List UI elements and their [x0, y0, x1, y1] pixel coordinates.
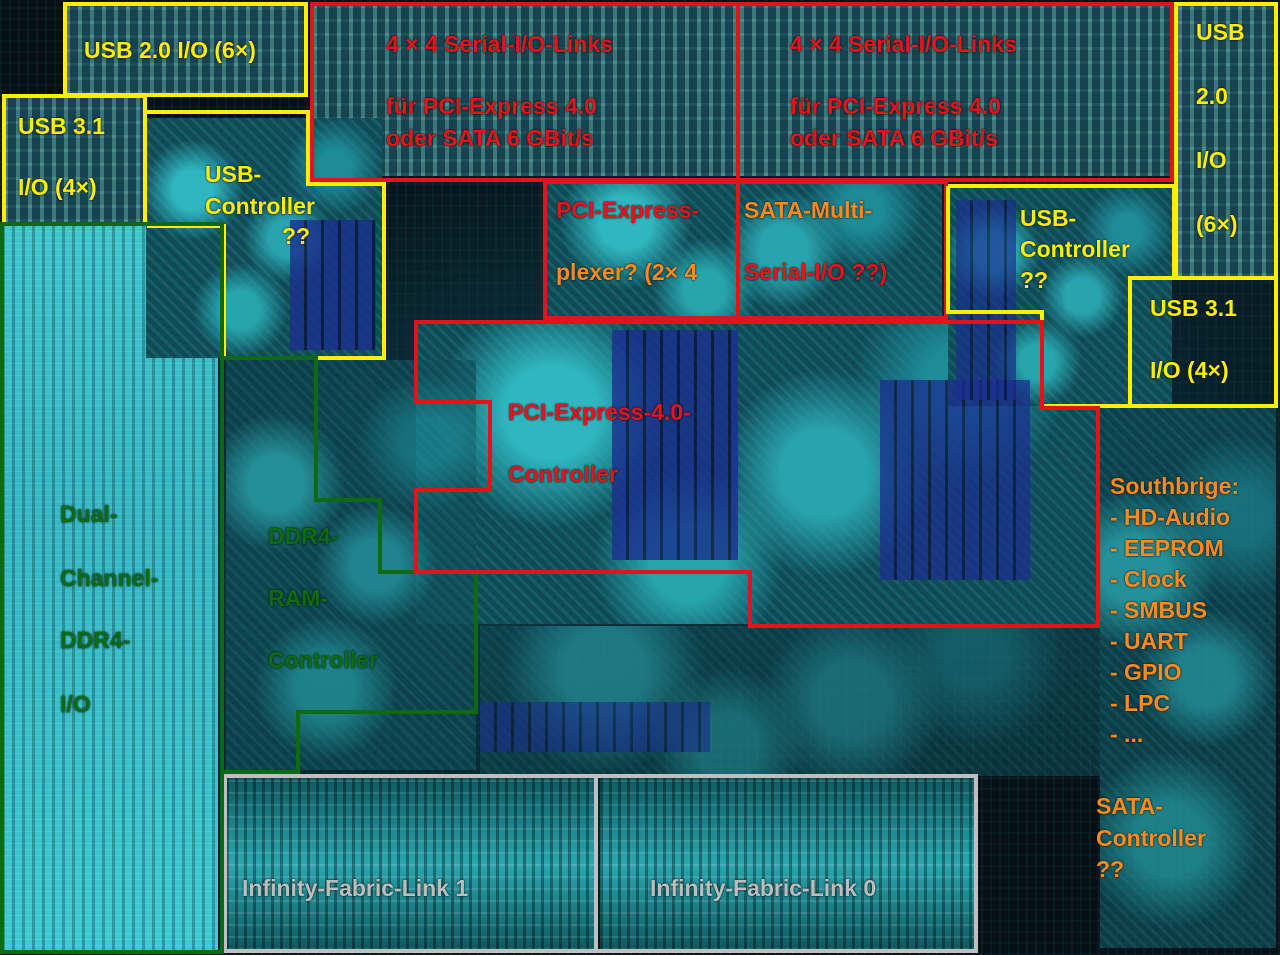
sram-block-5 — [480, 702, 710, 752]
sram-block-4 — [956, 200, 1016, 400]
serdes-a-texture — [313, 6, 737, 176]
usb-ctrl-right-outline — [946, 184, 1176, 408]
serdes-b-line2: für PCI-Express 4.0 — [790, 93, 1001, 119]
ddr4-ctrl-line1: DDR4- — [268, 523, 339, 549]
if-link1-texture — [226, 778, 594, 950]
usb20-right-texture — [1178, 6, 1274, 276]
usb-ctrl-left-line2: Controller — [205, 193, 315, 219]
southbridge-item: - ... — [1110, 721, 1144, 747]
usb-ctrl-right-line2: Controller — [1020, 236, 1130, 262]
southbridge-item: - LPC — [1110, 690, 1171, 716]
usb-ctrl-right-line1: USB- — [1020, 205, 1077, 231]
ddr4-ctrl-line2: RAM- — [268, 585, 329, 611]
ddr4-io-line4: I/O — [60, 691, 91, 717]
sata-ctrl-line3: ?? — [1096, 856, 1125, 882]
if-link0-texture — [600, 778, 974, 950]
usb-ctrl-left-line3: ?? — [282, 223, 311, 249]
usb20-right-line4: (6×) — [1196, 211, 1238, 237]
ddr4-io-line2: Channel- — [60, 565, 159, 591]
serdes-a-line1: 4 × 4 Serial-I/O-Links — [386, 31, 613, 57]
if-link1-label: Infinity-Fabric-Link 1 — [242, 875, 469, 901]
ddr4-ctrl-line3: Controller — [268, 647, 378, 673]
southbridge-item: - GPIO — [1110, 659, 1182, 685]
pcie-mux-line1: PCI-Express- — [556, 197, 700, 223]
serdes-b-region — [736, 2, 1174, 182]
mux-texture — [546, 182, 942, 318]
serdes-a-line2: für PCI-Express 4.0 — [386, 93, 597, 119]
usb20-right-line1: USB — [1196, 19, 1245, 45]
southbridge-item: - UART — [1110, 628, 1188, 654]
usb-ctrl-left-line1: USB- — [205, 161, 262, 187]
sata-ctrl-line1: SATA- — [1096, 793, 1163, 819]
serdes-a-line3: oder SATA 6 GBit/s — [386, 125, 594, 151]
serdes-b-line1: 4 × 4 Serial-I/O-Links — [790, 31, 1017, 57]
ddr4-ctrl-outline — [222, 356, 478, 774]
usb31-left-texture — [4, 96, 144, 222]
southbridge-title: Southbrige: — [1110, 473, 1240, 499]
ddr4-ctrl-texture — [226, 360, 476, 770]
pcie-mux-line2: plexer? (2× 4 — [556, 259, 698, 285]
usb20-top-region — [63, 2, 308, 97]
southbridge-item: - Clock — [1110, 566, 1187, 592]
pcie-ctrl-line2: Controller — [508, 461, 618, 487]
sata-ctrl-line2: Controller — [1096, 825, 1206, 851]
ddr4-io-line3: DDR4- — [60, 627, 131, 653]
usb20-right-line2: 2.0 — [1196, 83, 1228, 109]
usb-ctrl-left-outline — [147, 110, 386, 360]
usb20-top-label: USB 2.0 I/O (6×) — [84, 37, 256, 63]
southbridge-item: - HD-Audio — [1110, 504, 1231, 530]
sata-mux-line2: Serial-I/O ??) — [744, 259, 888, 285]
if-link0-label: Infinity-Fabric-Link 0 — [650, 875, 877, 901]
southbridge-item: - EEPROM — [1110, 535, 1224, 561]
pcie-ctrl-line1: PCI-Express-4.0- — [508, 399, 691, 425]
southbridge-texture — [1100, 408, 1276, 948]
serdes-b-line3: oder SATA 6 GBit/s — [790, 125, 998, 151]
ddr4-io-line1: Dual- — [60, 501, 118, 527]
ddr4-io-outline — [0, 222, 224, 954]
serdes-b-texture — [740, 6, 1170, 176]
usb31-left-line2: I/O (4×) — [18, 174, 97, 200]
usb20-top-texture — [66, 4, 306, 94]
usb-ctrl-right-line3: ?? — [1020, 267, 1049, 293]
sram-block-2 — [880, 380, 1030, 580]
sram-block-1 — [612, 330, 738, 560]
usb31-right-line2: I/O (4×) — [1150, 357, 1229, 383]
usb31-left-line1: USB 3.1 — [18, 113, 105, 139]
sata-mux-line1: SATA-Multi- — [744, 197, 873, 223]
sram-block-3 — [290, 220, 376, 350]
usb20-right-line3: I/O — [1196, 147, 1227, 173]
usb31-right-line1: USB 3.1 — [1150, 295, 1237, 321]
if-link0-region — [594, 774, 978, 953]
pcie-ctrl-outline — [414, 320, 1100, 628]
southbridge-item: - SMBUS — [1110, 597, 1208, 623]
